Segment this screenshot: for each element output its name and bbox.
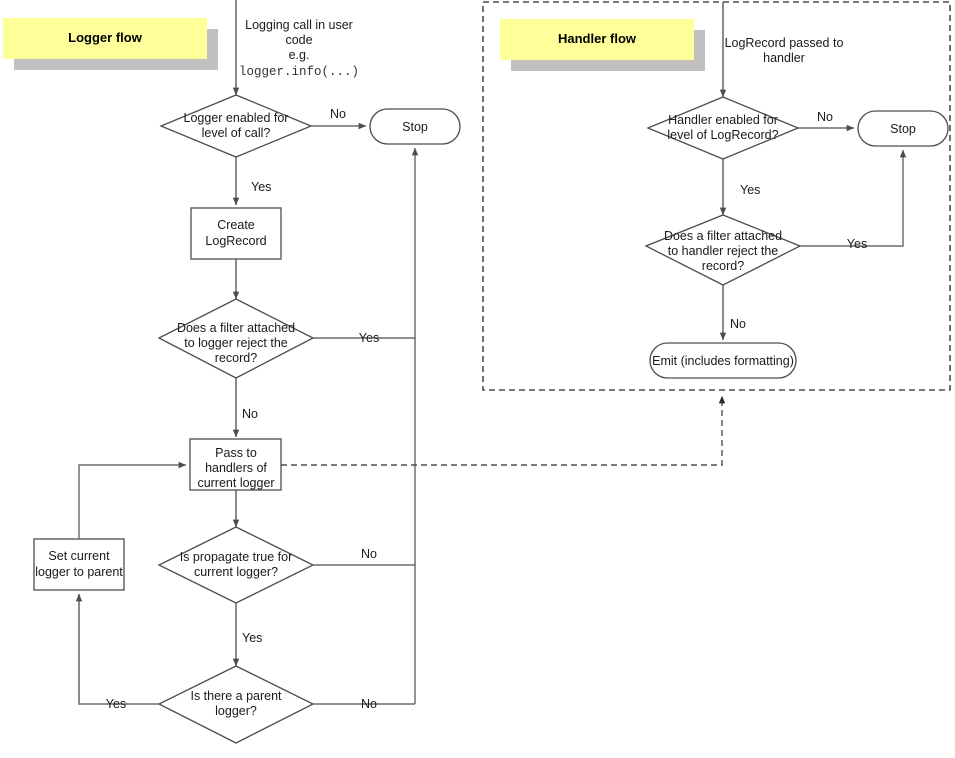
node-pass-to-handlers: Pass to handlers of current logger (189, 438, 282, 491)
logger-entry-text-line2: code (285, 33, 312, 47)
logger-entry-text-line3: e.g. (289, 48, 310, 62)
is-propagate-diamond (157, 526, 315, 604)
edge-label-parent-exists-yes: Yes (106, 697, 126, 711)
is-propagate-line2: current logger? (194, 565, 278, 579)
handler-enabled-diamond (646, 96, 800, 160)
node-create-logrecord: Create LogRecord (190, 207, 282, 260)
edge-label-logger-enabled-yes: Yes (251, 180, 271, 194)
edge-label-logger-filter-yes: Yes (359, 331, 379, 345)
emit-terminator (649, 342, 797, 379)
pass-to-handlers-box (189, 438, 282, 491)
logger-enabled-line1: Logger enabled for (184, 111, 289, 125)
handler-flow-banner (500, 19, 694, 60)
parent-exists-line2: logger? (215, 704, 257, 718)
node-handler-stop: Stop (857, 110, 949, 147)
node-parent-exists: Is there a parent logger? (157, 665, 315, 744)
create-logrecord-box (190, 207, 282, 260)
logger-flow-banner (3, 18, 207, 59)
handler-filter-line1: Does a filter attached (664, 229, 782, 243)
edge-label-parent-exists-no: No (361, 697, 377, 711)
handler-stop-label: Stop (890, 122, 916, 136)
handler-enabled-line2: level of LogRecord? (667, 128, 778, 142)
logger-filter-line1: Does a filter attached (177, 321, 295, 335)
edge-label-handler-filter-yes: Yes (847, 237, 867, 251)
create-logrecord-line2: LogRecord (205, 234, 266, 248)
edge-label-handler-enabled-yes: Yes (740, 183, 760, 197)
logger-flow-banner-label: Logger flow (68, 30, 143, 45)
logger-entry-text-line4: logger.info(...) (239, 65, 359, 79)
handler-flow-group-box (482, 1, 951, 391)
handler-entry-text-line1: LogRecord passed to (725, 36, 844, 50)
pass-to-handlers-line1: Pass to (215, 446, 257, 460)
node-set-parent: Set current logger to parent (33, 538, 125, 591)
edge-handler-filter-yes-to-stop (799, 149, 907, 247)
logger-entry-text-line1: Logging call in user (245, 18, 353, 32)
edge-label-logger-filter-no: No (242, 407, 258, 421)
set-parent-line1: Set current (48, 549, 110, 563)
logger-enabled-line2: level of call? (202, 126, 271, 140)
handler-filter-diamond (644, 214, 802, 286)
handler-flow-banner-label: Handler flow (558, 31, 637, 46)
set-parent-line2: logger to parent (35, 565, 123, 579)
handler-entry-text-line2: handler (763, 51, 805, 65)
set-parent-box (33, 538, 125, 591)
node-handler-enabled: Handler enabled for level of LogRecord? (646, 96, 800, 160)
edge-label-propagate-yes: Yes (242, 631, 262, 645)
edge-label-logger-enabled-no: No (330, 107, 346, 121)
logger-stop-terminator (369, 108, 461, 145)
edge-parent-exists-yes-to-set-parent (75, 593, 160, 705)
edge-label-propagate-no: No (361, 547, 377, 561)
handler-filter-line3: record? (702, 259, 744, 273)
logger-stop-label: Stop (402, 120, 428, 134)
node-is-propagate: Is propagate true for current logger? (157, 526, 315, 604)
edge-set-parent-to-pass (78, 461, 187, 539)
handler-enabled-line1: Handler enabled for (668, 113, 778, 127)
is-propagate-line1: Is propagate true for (180, 550, 293, 564)
edge-label-handler-enabled-no: No (817, 110, 833, 124)
parent-exists-diamond (157, 665, 315, 744)
handler-filter-line2: to handler reject the (668, 244, 779, 258)
parent-exists-line1: Is there a parent (190, 689, 282, 703)
node-logger-stop: Stop (369, 108, 461, 145)
node-logger-filter: Does a filter attached to logger reject … (157, 298, 315, 379)
logger-filter-diamond (157, 298, 315, 379)
node-logger-enabled: Logger enabled for level of call? (159, 94, 313, 158)
emit-label: Emit (includes formatting) (652, 354, 794, 368)
node-handler-filter: Does a filter attached to handler reject… (644, 214, 802, 286)
logger-filter-line2: to logger reject the (184, 336, 288, 350)
edge-pass-to-handler-flow-dashed (281, 395, 726, 466)
handler-stop-terminator (857, 110, 949, 147)
edge-label-handler-filter-no: No (730, 317, 746, 331)
create-logrecord-line1: Create (217, 218, 255, 232)
pass-to-handlers-line3: current logger (197, 476, 274, 490)
logger-filter-line3: record? (215, 351, 257, 365)
logger-enabled-diamond (159, 94, 313, 158)
pass-to-handlers-line2: handlers of (205, 461, 267, 475)
node-emit: Emit (includes formatting) (649, 342, 797, 379)
